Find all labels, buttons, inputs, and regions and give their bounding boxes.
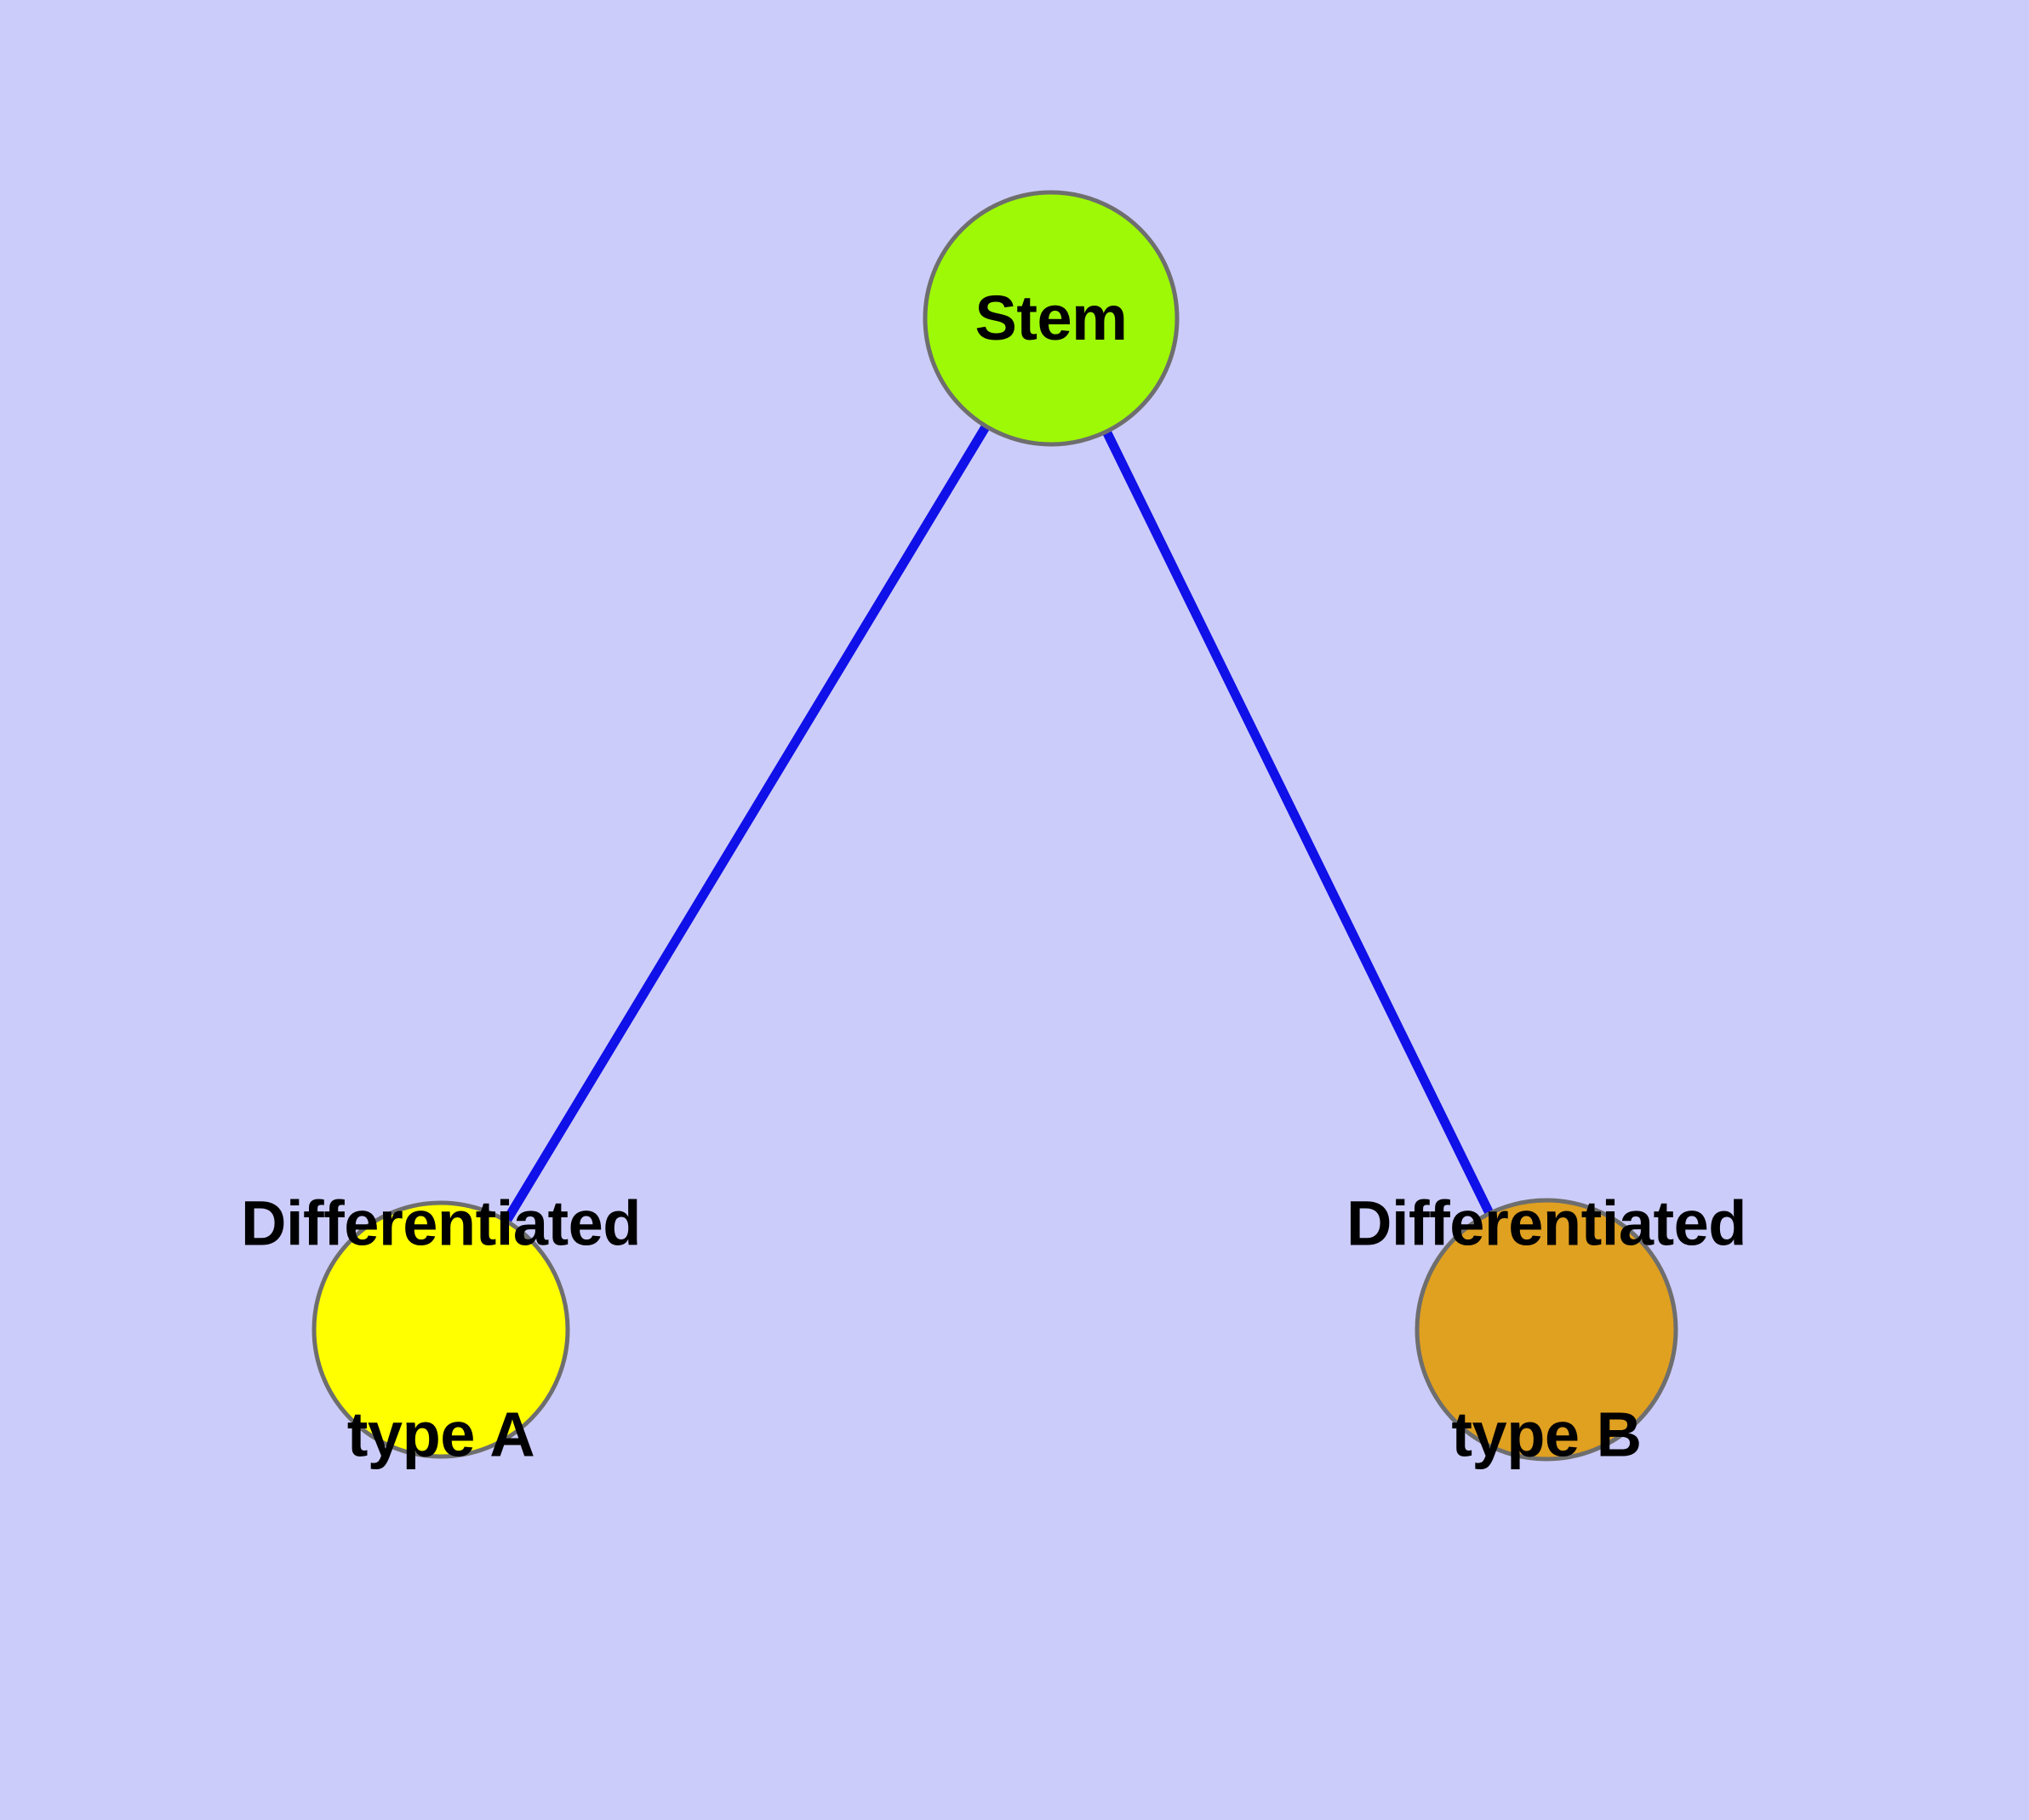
edge-layer <box>437 316 1551 1332</box>
node-layer <box>311 190 1678 1462</box>
edge-stem-to-differentiated-type-b <box>1047 316 1551 1332</box>
node-circle-differentiated-type-a[interactable] <box>311 1200 570 1459</box>
edge-stem-to-differentiated-type-a <box>437 316 1055 1332</box>
node-circle-stem[interactable] <box>923 190 1180 447</box>
node-circle-differentiated-type-b[interactable] <box>1415 1198 1678 1462</box>
